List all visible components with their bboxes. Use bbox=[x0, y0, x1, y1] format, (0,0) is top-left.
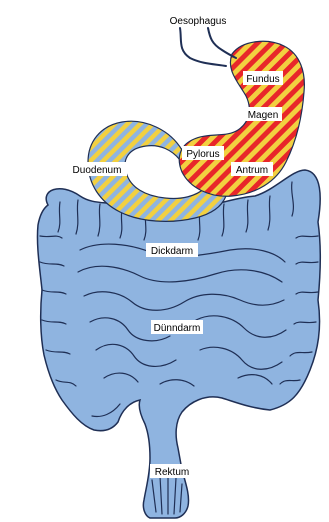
duenndarm-label: Dünndarm bbox=[154, 323, 201, 334]
magen-label: Magen bbox=[248, 110, 279, 121]
pylorus-label: Pylorus bbox=[186, 149, 219, 160]
oesophagus-label: Oesophagus bbox=[170, 16, 227, 27]
fundus-label: Fundus bbox=[246, 74, 279, 85]
antrum-label: Antrum bbox=[236, 165, 268, 176]
dickdarm-label: Dickdarm bbox=[151, 246, 193, 257]
oesophagus-tube bbox=[180, 28, 236, 66]
duodenum-label: Duodenum bbox=[73, 165, 122, 176]
rektum-label: Rektum bbox=[155, 467, 189, 478]
